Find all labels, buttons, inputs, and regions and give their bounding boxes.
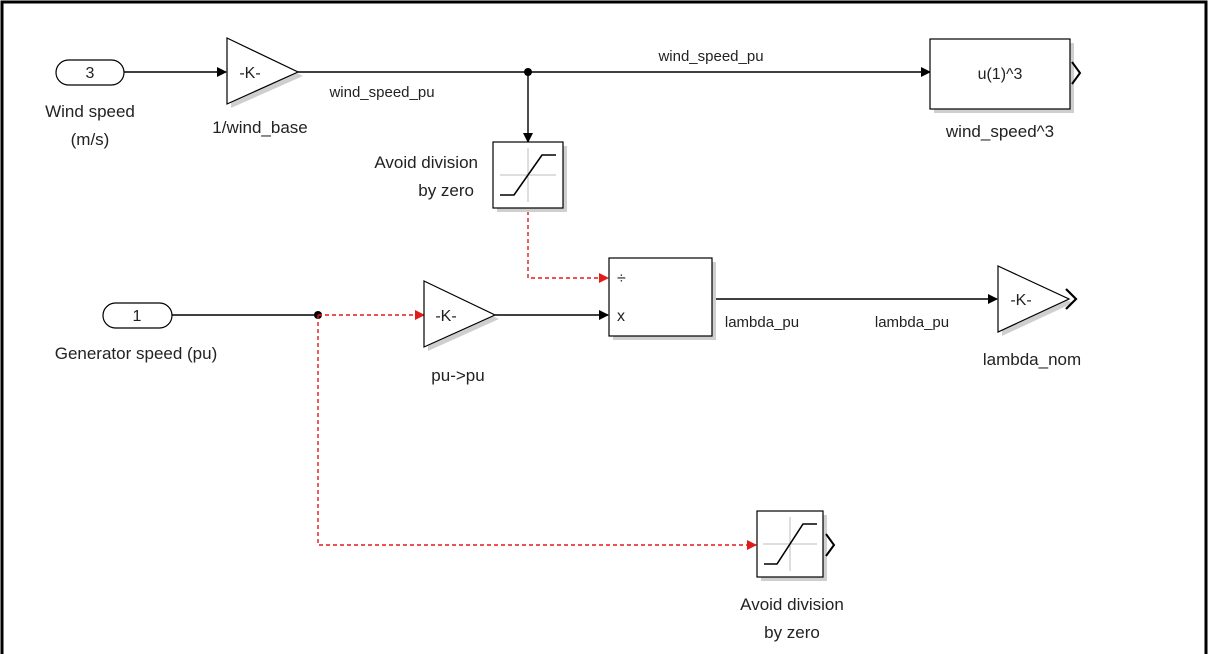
signal-label: wind_speed_pu: [328, 84, 434, 101]
wire-generator-to-saturation[interactable]: [317, 315, 757, 550]
gain-block-wind-base[interactable]: -K-: [226, 37, 303, 108]
gain-text: -K-: [435, 308, 456, 325]
saturation-label: Avoid division: [374, 153, 478, 172]
saturation-block-top[interactable]: [492, 141, 567, 212]
signal-label: lambda_pu: [725, 314, 799, 331]
inport-label-unit: (m/s): [71, 130, 110, 149]
gain-text: -K-: [1010, 292, 1031, 309]
inport-label: Generator speed (pu): [55, 344, 218, 363]
inport-number: 3: [86, 65, 95, 82]
saturation-block-bottom[interactable]: [756, 510, 836, 581]
fcn-expression: u(1)^3: [978, 66, 1023, 83]
gain-label: pu->pu: [431, 366, 484, 385]
product-multiply-port: x: [617, 308, 625, 325]
signal-lines: [124, 67, 998, 550]
signal-label: wind_speed_pu: [657, 48, 763, 65]
saturation-label-line2: by zero: [764, 623, 820, 642]
saturation-label: Avoid division: [740, 595, 844, 614]
saturation-label-line2: by zero: [418, 181, 474, 200]
output-port-icon: [1071, 61, 1082, 85]
inport-label: Wind speed: [45, 102, 135, 121]
saturation-curve-icon: [764, 523, 817, 565]
gain-text: -K-: [239, 65, 260, 82]
saturation-curve-icon: [500, 154, 556, 196]
inport-generator-speed[interactable]: 1: [102, 302, 173, 329]
fcn-block-wind-cubed[interactable]: u(1)^3: [929, 38, 1082, 113]
inport-wind-speed[interactable]: 3: [55, 59, 125, 86]
gain-block-lambda-nom[interactable]: -K-: [997, 265, 1078, 336]
signal-label: lambda_pu: [875, 314, 949, 331]
output-port-icon: [1065, 288, 1078, 310]
product-block[interactable]: ÷ x: [608, 257, 716, 340]
gain-block-pu[interactable]: -K-: [423, 280, 499, 351]
product-divide-port: ÷: [617, 270, 626, 287]
inport-number: 1: [133, 308, 142, 325]
wire-saturation-to-product[interactable]: [527, 211, 609, 283]
output-port-icon: [825, 533, 836, 557]
gain-label: lambda_nom: [983, 350, 1081, 369]
fcn-label: wind_speed^3: [945, 122, 1054, 141]
gain-label: 1/wind_base: [212, 118, 307, 137]
